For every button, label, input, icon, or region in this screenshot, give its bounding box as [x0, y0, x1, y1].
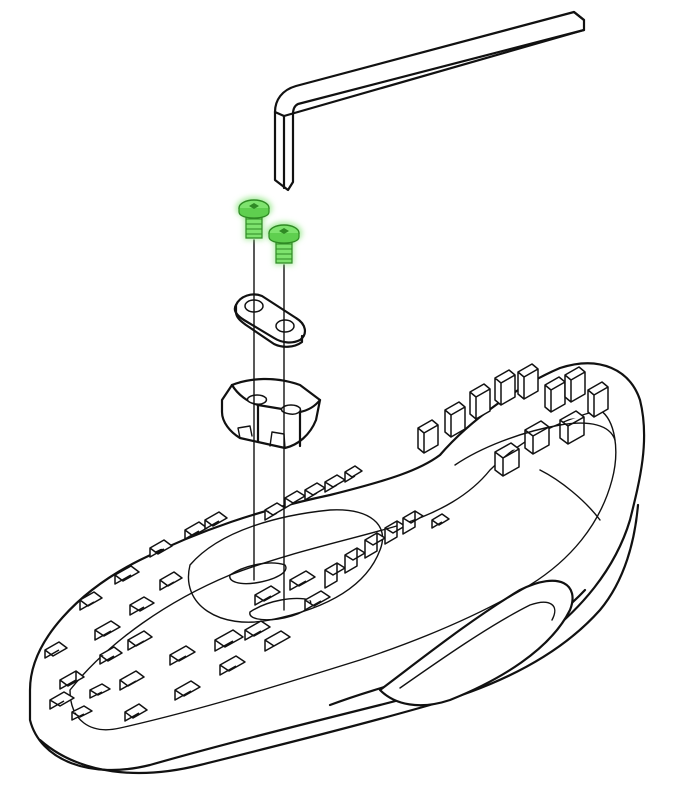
sole-sidewall [38, 503, 640, 775]
heel-arch-inner [399, 601, 556, 689]
cleat-slot [229, 562, 287, 585]
cleat-hole-a [246, 394, 268, 405]
hex-key [273, 10, 586, 192]
cleat [220, 377, 322, 450]
washer-hole-b [275, 319, 295, 333]
hex-key-body [273, 10, 586, 192]
cleat-recess [187, 509, 384, 623]
cleat-hole-b [280, 404, 302, 415]
cleat-bolt-right [266, 222, 302, 265]
alignment-lines [253, 239, 285, 611]
cleat-washer [233, 293, 306, 348]
toe-tread-blocks [417, 363, 616, 521]
cleat-bolt-left [236, 197, 272, 240]
washer-body [233, 293, 306, 344]
tread-blocks [44, 465, 450, 722]
cleat-body [220, 377, 322, 450]
heel-arch [378, 579, 574, 707]
